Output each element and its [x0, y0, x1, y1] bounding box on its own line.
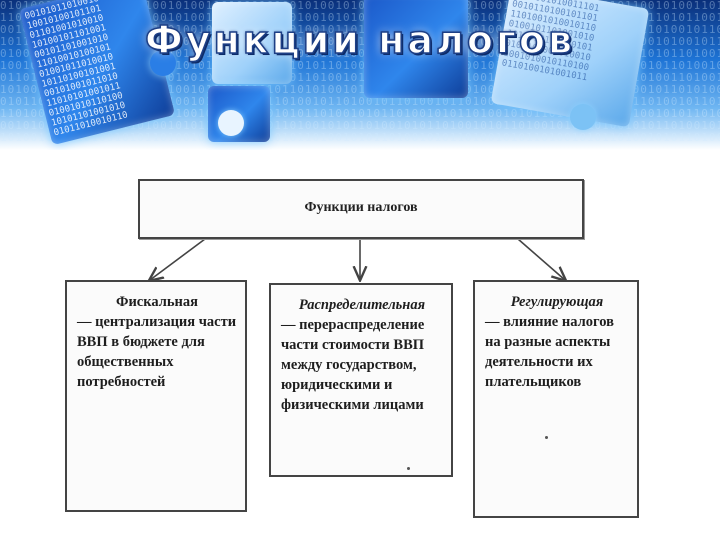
puzzle-piece-icon [364, 0, 468, 98]
root-box: Функции налогов [138, 179, 584, 239]
function-box-regulatory: Регулирующая — влияние налогов на разные… [473, 280, 639, 518]
function-heading: Регулирующая [510, 294, 604, 310]
function-heading: Фискальная [115, 294, 198, 310]
header-banner: 0101001010010010101100101001101000101001… [0, 0, 720, 150]
arrow-left [150, 238, 206, 280]
scan-speck [545, 436, 548, 439]
puzzle-knob-icon [150, 50, 176, 76]
root-label: Функции налогов [304, 200, 418, 215]
function-box-fiscal: Фискальная — централизация части ВВП в б… [65, 280, 247, 512]
function-description: — перераспределение части стоимости ВВП … [281, 317, 425, 413]
puzzle-knob-icon [218, 110, 244, 136]
function-heading: Распределительная [298, 297, 426, 313]
arrow-right [517, 238, 565, 280]
function-box-distributive: Распределительная — перераспределение ча… [269, 283, 453, 477]
puzzle-piece-icon [212, 2, 292, 84]
puzzle-knob-icon [570, 104, 596, 130]
function-description: — централизация части ВВП в бюджете для … [77, 314, 237, 390]
scan-speck [407, 467, 410, 470]
function-description: — влияние налогов на разные аспекты деят… [485, 314, 614, 390]
slide-title: Функции налогов [144, 17, 575, 63]
